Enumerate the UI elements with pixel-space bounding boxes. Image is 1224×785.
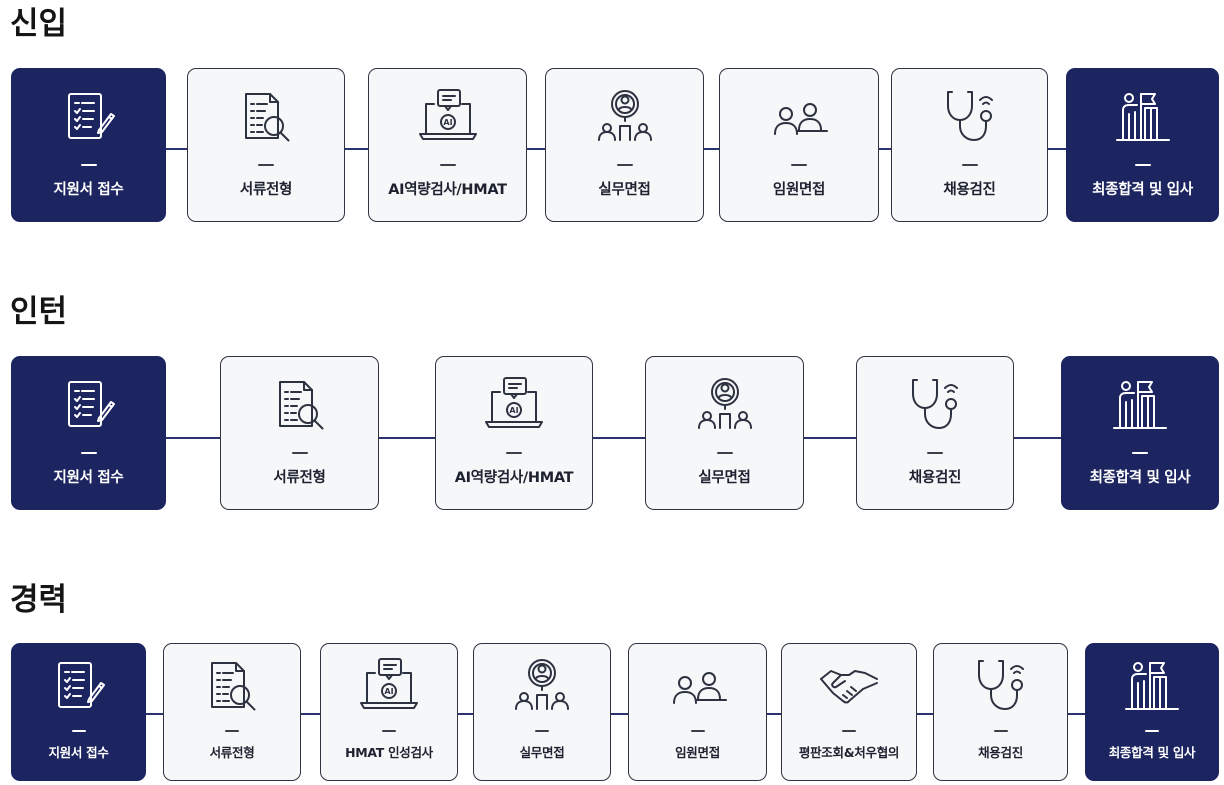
step-divider [506,452,522,454]
step-card: 최종합격 및 입사 [1085,643,1219,781]
step-label: 지원서 접수 [48,745,109,760]
step-label: 임원면접 [772,182,826,198]
step-divider [258,164,274,166]
interview-magnifier-icon [510,656,574,718]
step-label: 채용검진 [978,745,1023,760]
stethoscope-icon [938,86,1002,150]
step-card: 최종합격 및 입사 [1061,356,1219,510]
step-label: 서류전형 [209,745,255,760]
stethoscope-icon [969,656,1033,718]
step-label: HMAT 인성검사 [345,745,433,760]
application-form-icon [57,374,121,438]
step-card: 서류전형 [187,68,345,222]
flag-podium-icon [1108,374,1172,438]
step-label: AI역량검사/HMAT [454,470,574,486]
section-title-intern: 인턴 [10,294,68,330]
step-card: AI AI역량검사/HMAT [368,68,527,222]
laptop-ai-icon: AI [357,656,421,718]
step-card: 실무면접 [645,356,804,510]
connector-line [160,437,1070,439]
step-label: 임원면접 [675,745,720,760]
step-divider [616,164,633,166]
interview-magnifier-icon [693,374,757,438]
laptop-ai-icon: AI [416,86,480,150]
step-label: 실무면접 [519,745,565,760]
step-label: 서류전형 [239,182,293,198]
step-card: 평판조회&처우협의 [781,643,917,781]
step-divider [716,452,733,454]
step-card: 지원서 접수 [11,356,166,510]
document-search-icon [234,86,298,150]
step-divider [993,730,1008,732]
step-card: 최종합격 및 입사 [1066,68,1219,222]
step-divider [535,730,549,732]
step-label: AI역량검사/HMAT [388,182,507,198]
svg-text:AI: AI [384,687,393,696]
step-label: 최종합격 및 입사 [1108,745,1196,760]
step-card: 지원서 접수 [11,68,166,222]
step-card: 임원면접 [719,68,879,222]
step-card: 서류전형 [163,643,301,781]
step-divider [1132,452,1148,454]
interview-magnifier-icon [593,86,657,150]
step-label: 평판조회&처우협의 [798,745,900,760]
step-card: 실무면접 [473,643,611,781]
step-divider [71,730,86,732]
step-card: 채용검진 [891,68,1048,222]
step-divider [1134,164,1151,166]
document-search-icon [268,374,332,438]
step-divider [291,452,308,454]
step-divider [439,164,456,166]
step-divider [80,452,97,454]
step-card: 실무면접 [545,68,704,222]
step-label: 최종합격 및 입사 [1092,182,1193,198]
step-label: 최종합격 및 입사 [1089,470,1191,486]
step-divider [927,452,943,454]
step-card: AI AI역량검사/HMAT [435,356,593,510]
step-card: AI HMAT 인성검사 [320,643,458,781]
step-card: 지원서 접수 [11,643,146,781]
step-card: 임원면접 [628,643,767,781]
step-card: 채용검진 [933,643,1068,781]
step-divider [225,730,239,732]
step-divider [80,164,97,166]
step-label: 채용검진 [908,470,962,486]
step-divider [1145,730,1159,732]
connector-line [140,713,1090,715]
section-title-new-grad: 신입 [10,6,68,42]
flag-podium-icon [1111,86,1175,150]
step-label: 실무면접 [598,182,651,198]
application-form-icon [47,656,111,718]
executive-interview-icon [666,656,730,718]
application-form-icon [57,86,121,150]
step-divider [690,730,705,732]
section-title-experienced: 경력 [10,582,68,618]
step-label: 지원서 접수 [53,470,124,486]
step-card: 채용검진 [856,356,1014,510]
step-divider [842,730,856,732]
document-search-icon [200,656,264,718]
step-label: 지원서 접수 [53,182,124,198]
step-divider [791,164,807,166]
laptop-ai-icon: AI [482,374,546,438]
flag-podium-icon [1120,656,1184,718]
step-label: 채용검진 [943,182,996,198]
step-label: 실무면접 [698,470,751,486]
svg-text:AI: AI [509,406,518,415]
step-divider [961,164,978,166]
svg-text:AI: AI [443,118,452,127]
step-label: 서류전형 [273,470,326,486]
step-divider [382,730,396,732]
step-card: 서류전형 [220,356,379,510]
handshake-icon [817,656,881,718]
stethoscope-icon [903,374,967,438]
executive-interview-icon [767,86,831,150]
